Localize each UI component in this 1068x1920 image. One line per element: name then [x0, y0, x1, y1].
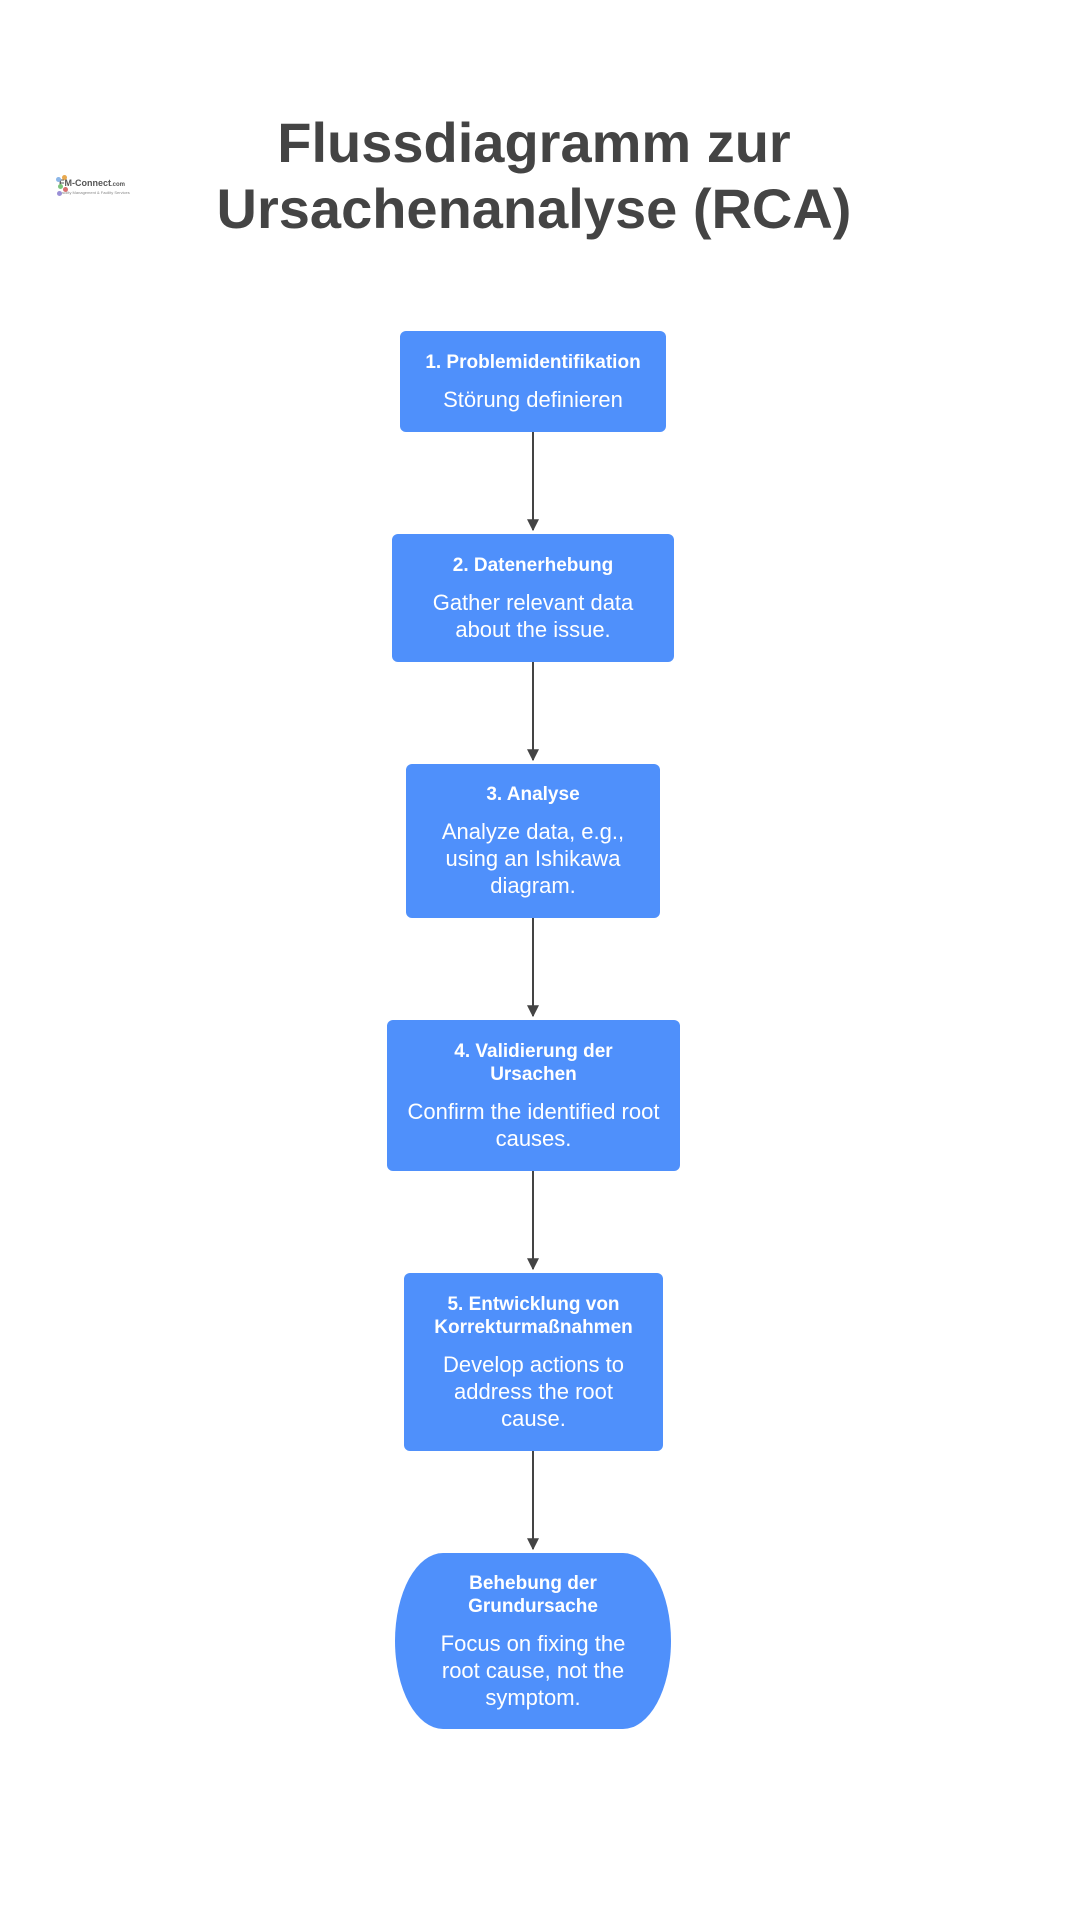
flow-step-problem-identification: 1. Problemidentifikation Störung definie…	[400, 331, 666, 432]
company-logo: FM-Connect.com Facility Management & Fac…	[56, 172, 130, 200]
step-description: Confirm the identified root causes.	[407, 1098, 660, 1151]
step-title: Behebung der Grundursache	[468, 1572, 598, 1617]
logo-text: FM-Connect.com Facility Management & Fac…	[59, 177, 130, 195]
step-description: Analyze data, e.g., using an Ishikawa di…	[441, 819, 625, 898]
step-description: Störung definieren	[443, 386, 623, 412]
step-description: Develop actions to address the root caus…	[443, 1351, 624, 1431]
flow-step-cause-validation: 4. Validierung der Ursachen Confirm the …	[387, 1020, 680, 1171]
flow-step-data-collection: 2. Datenerhebung Gather relevant data ab…	[392, 534, 674, 662]
flow-end-root-cause-fix: Behebung der Grundursache Focus on fixin…	[395, 1553, 671, 1729]
flow-step-analysis: 3. Analyse Analyze data, e.g., using an …	[406, 764, 660, 918]
step-title: 5. Entwicklung von Korrekturmaßnahmen	[434, 1293, 633, 1338]
step-title: 3. Analyse	[486, 784, 580, 805]
step-title: 1. Problemidentifikation	[425, 351, 641, 373]
step-description: Focus on fixing the root cause, not the …	[440, 1630, 626, 1710]
step-title: 4. Validierung der Ursachen	[454, 1040, 613, 1085]
step-title: 2. Datenerhebung	[452, 554, 614, 576]
step-description: Gather relevant data about the issue.	[432, 589, 634, 642]
flow-step-corrective-actions: 5. Entwicklung von Korrekturmaßnahmen De…	[404, 1273, 663, 1451]
page-title: Flussdiagramm zur Ursachenanalyse (RCA)	[216, 111, 852, 240]
